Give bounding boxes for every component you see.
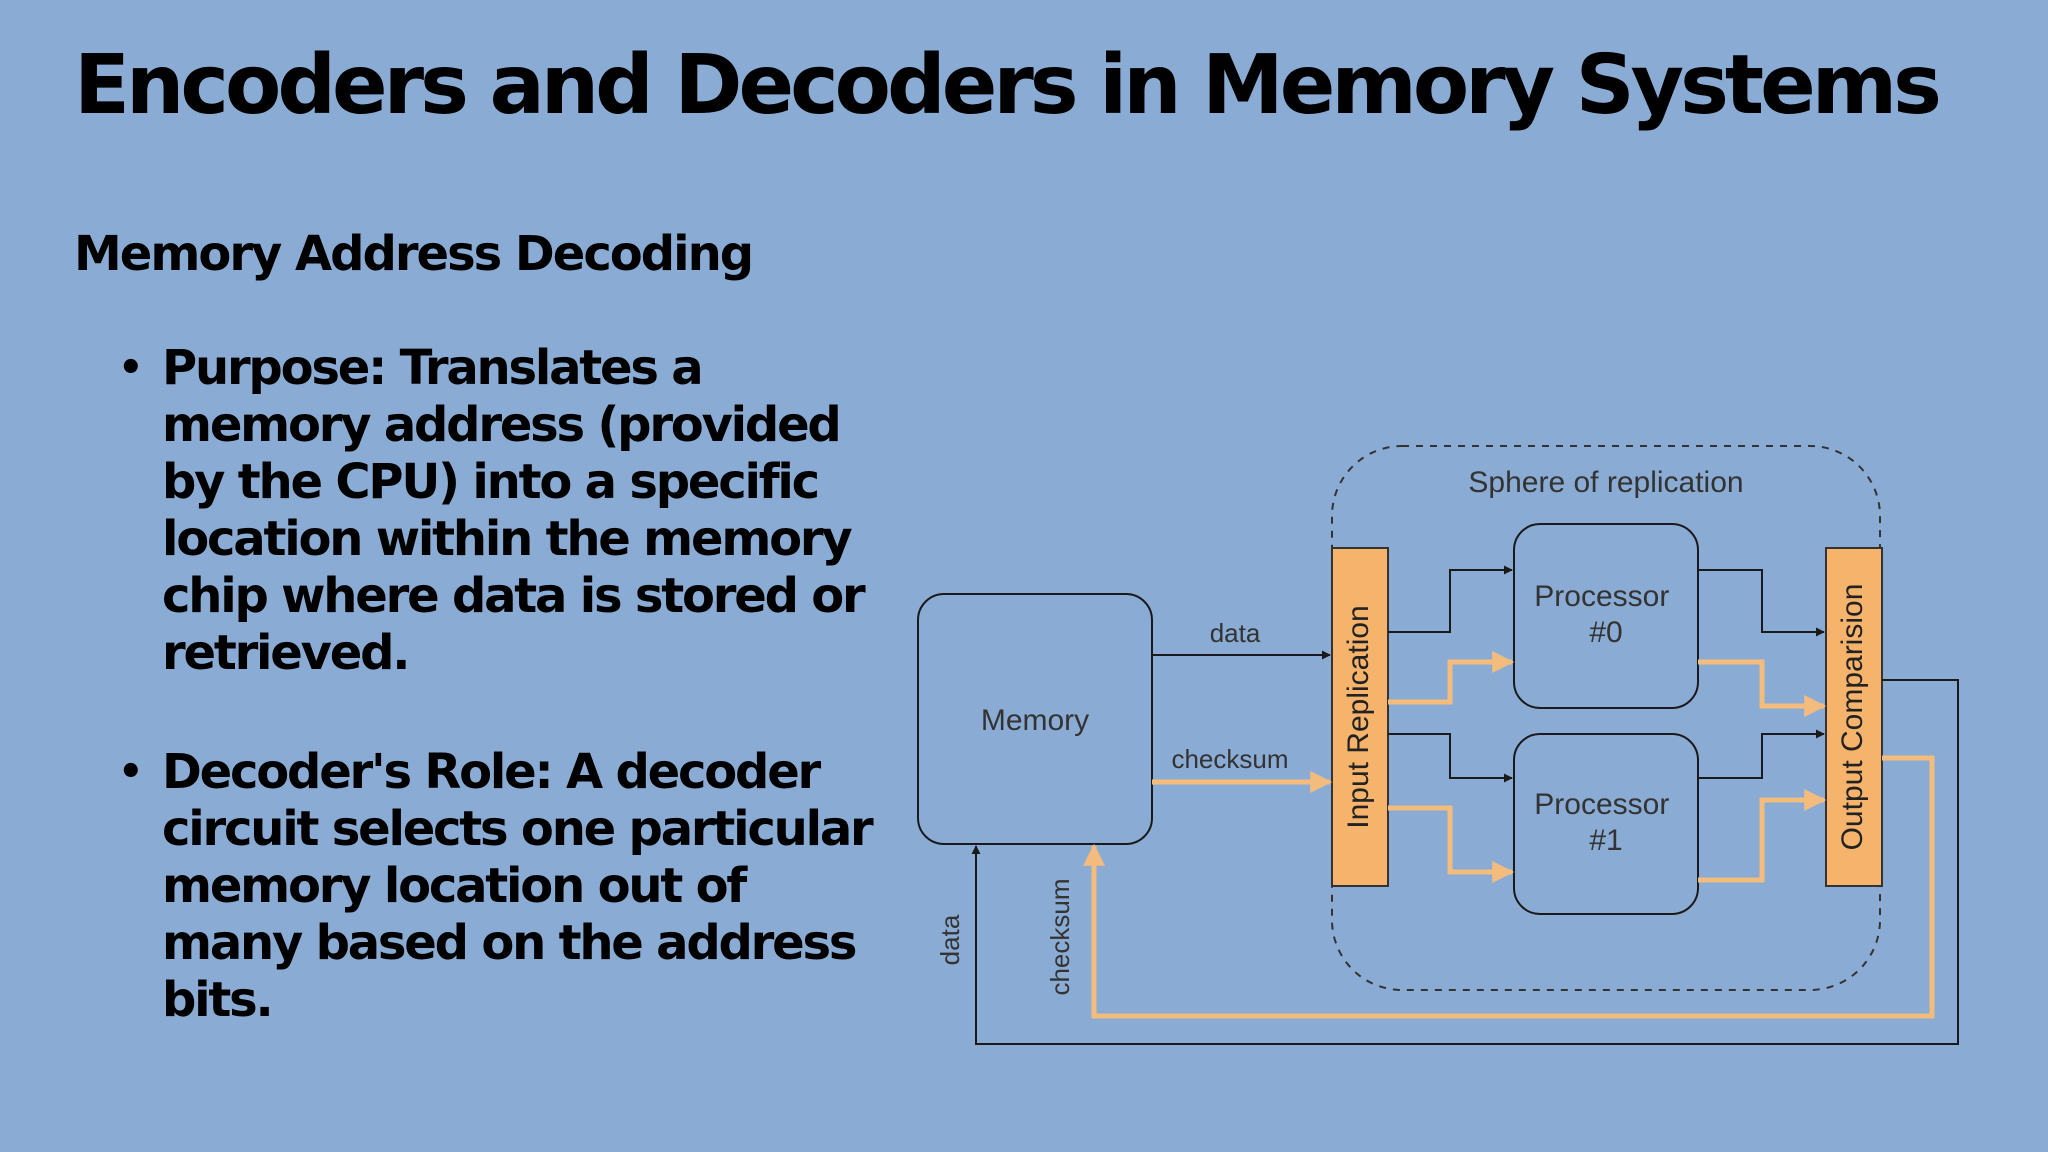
return-checksum-label: checksum bbox=[1045, 878, 1075, 995]
replicate-checksum-to-p0 bbox=[1388, 651, 1515, 705]
bullet-purpose-text: Purpose: Translates a memory address (pr… bbox=[162, 340, 866, 681]
p1-checksum-to-output bbox=[1698, 789, 1827, 883]
bullet-marker: • bbox=[118, 749, 144, 795]
replicate-checksum-to-p1 bbox=[1388, 805, 1515, 883]
processor-1-label: Processor #1 bbox=[1534, 788, 1677, 857]
sphere-label: Sphere of replication bbox=[1468, 466, 1743, 499]
output-comparison-box bbox=[1825, 547, 1883, 887]
memory-box bbox=[917, 593, 1153, 845]
processor-1-box bbox=[1513, 733, 1699, 915]
sphere-of-replication-boundary bbox=[1331, 445, 1881, 991]
replicate-data-to-p1 bbox=[1388, 733, 1513, 783]
input-replication-label: Input Replication bbox=[1342, 605, 1375, 828]
processor-1-label-line1: Processor bbox=[1534, 788, 1669, 821]
processor-0-label: Processor #0 bbox=[1534, 580, 1677, 649]
return-data-label: data bbox=[935, 914, 965, 965]
bullet-decoder-role: • Decoder's Role: A decoder circuit sele… bbox=[118, 744, 898, 1029]
checksum-label: checksum bbox=[1171, 744, 1288, 774]
replicate-data-to-p0 bbox=[1388, 565, 1513, 633]
memory-label: Memory bbox=[981, 704, 1089, 737]
return-checksum-path bbox=[1083, 755, 1935, 1019]
slide-title: Encoders and Decoders in Memory Systems bbox=[74, 38, 1942, 133]
bullet-list: • Purpose: Translates a memory address (… bbox=[118, 340, 898, 1091]
p0-data-to-output bbox=[1698, 569, 1825, 637]
input-replication-box bbox=[1331, 547, 1389, 887]
data-label: data bbox=[1210, 618, 1261, 648]
bullet-purpose: • Purpose: Translates a memory address (… bbox=[118, 340, 898, 682]
processor-1-label-line2: #1 bbox=[1589, 824, 1622, 857]
p1-data-to-output bbox=[1698, 729, 1825, 779]
processor-0-label-line2: #0 bbox=[1589, 616, 1622, 649]
bullet-decoder-role-text: Decoder's Role: A decoder circuit select… bbox=[162, 744, 874, 1028]
return-data-path bbox=[971, 679, 1959, 1045]
processor-0-box bbox=[1513, 523, 1699, 709]
processor-0-label-line1: Processor bbox=[1534, 580, 1669, 613]
output-comparison-label: Output Comparision bbox=[1836, 584, 1869, 851]
p0-checksum-to-output bbox=[1698, 659, 1827, 717]
bullet-marker: • bbox=[118, 345, 144, 391]
section-heading: Memory Address Decoding bbox=[74, 226, 754, 282]
